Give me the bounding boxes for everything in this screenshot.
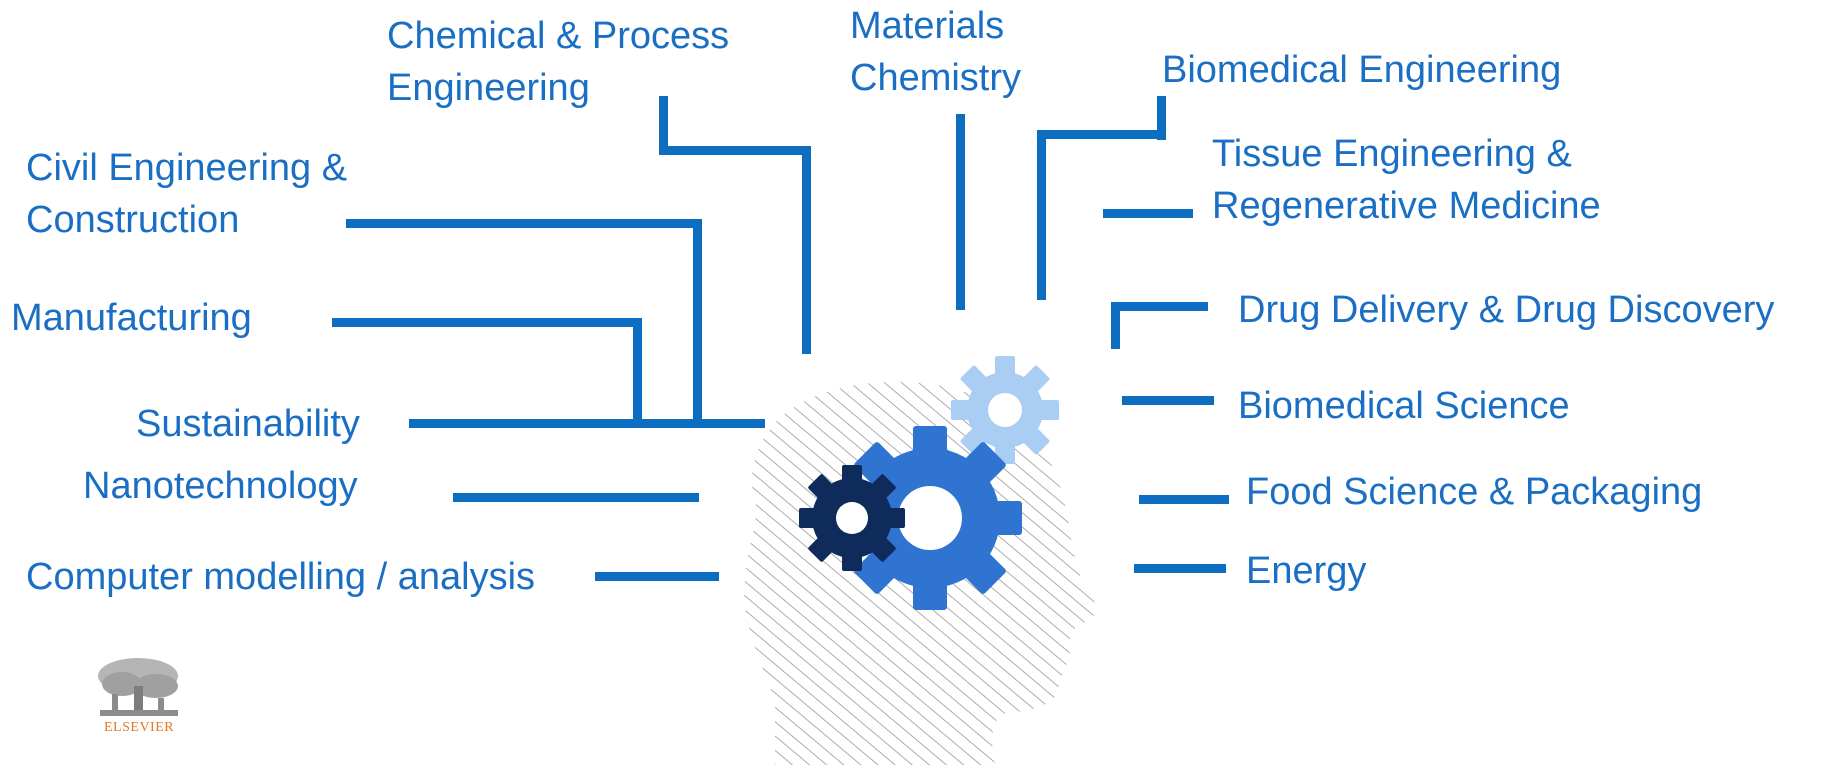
gear-light-icon (951, 356, 1059, 464)
connector-chemical-process-v1 (659, 96, 668, 152)
label-chemical-process-line1: Chemical & Process (387, 15, 730, 57)
connector-civil-engineering-v (693, 219, 702, 423)
label-food-science: Food Science & Packaging (1246, 471, 1703, 513)
gear-dark-icon (799, 465, 905, 571)
label-computer-modelling: Computer modelling / analysis (26, 556, 536, 598)
connector-computer-modelling (595, 572, 719, 581)
label-chemical-process: Chemical & Process Engineering (387, 10, 729, 114)
connector-biomedical-engineering-v1 (1157, 96, 1166, 140)
label-sustainability: Sustainability (136, 403, 360, 445)
connector-chemical-process-v2 (802, 146, 811, 354)
connector-civil-engineering-h (346, 219, 702, 228)
label-biomedical-science: Biomedical Science (1238, 385, 1570, 427)
label-materials-chemistry: Materials Chemistry (850, 0, 1021, 104)
label-chemical-process-line2: Engineering (387, 67, 590, 109)
label-civil-engineering-line2: Construction (26, 199, 240, 241)
label-energy: Energy (1246, 550, 1367, 592)
label-tissue-engineering-line2: Regenerative Medicine (1212, 185, 1601, 227)
connector-biomedical-engineering-v2 (1037, 130, 1046, 300)
connector-food-science (1139, 495, 1229, 504)
label-civil-engineering: Civil Engineering & Construction (26, 142, 347, 246)
gear-mid-icon (838, 426, 1022, 610)
connector-materials-chemistry (956, 114, 965, 310)
label-nanotechnology: Nanotechnology (83, 465, 358, 507)
connector-tissue-engineering (1103, 209, 1193, 218)
label-civil-engineering-line1: Civil Engineering & (26, 147, 348, 189)
elsevier-logo-caption: ELSEVIER (104, 720, 175, 735)
label-materials-chemistry-line2: Chemistry (850, 57, 1022, 99)
label-materials-chemistry-line1: Materials (850, 5, 1005, 47)
connector-biomedical-engineering-h (1037, 130, 1166, 139)
label-tissue-engineering: Tissue Engineering & Regenerative Medici… (1212, 128, 1601, 232)
elsevier-tree-icon (96, 656, 182, 718)
connector-manufacturing-h (332, 318, 642, 327)
label-manufacturing: Manufacturing (11, 297, 252, 339)
label-drug-delivery: Drug Delivery & Drug Discovery (1238, 289, 1775, 331)
connector-drug-delivery-v (1111, 302, 1120, 349)
label-biomedical-engineering: Biomedical Engineering (1162, 49, 1562, 91)
label-tissue-engineering-line1: Tissue Engineering & (1212, 133, 1572, 175)
connector-drug-delivery-h (1111, 302, 1208, 311)
connector-biomedical-science (1122, 396, 1214, 405)
connector-chemical-process-h (659, 146, 811, 155)
connector-manufacturing-v (633, 318, 642, 423)
connector-nanotechnology (453, 493, 699, 502)
connector-energy (1134, 564, 1226, 573)
connector-sustainability (409, 419, 765, 428)
